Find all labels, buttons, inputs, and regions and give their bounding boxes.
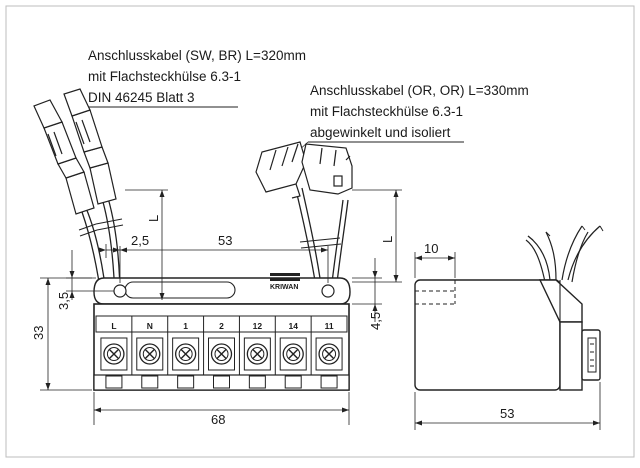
terminal-screw-cross xyxy=(108,349,119,359)
dim-total-width: 68 xyxy=(211,412,225,427)
terminal-screw-cross xyxy=(324,349,335,359)
terminal-base-teeth xyxy=(105,375,338,389)
side-terminal-block xyxy=(559,321,583,391)
terminal-screw-cross xyxy=(252,349,263,359)
dim-side-offset: 10 xyxy=(424,241,438,256)
dim-hole-offset: 3,5 xyxy=(56,292,71,310)
terminal-base-tooth xyxy=(177,375,195,389)
terminal-label: 1 xyxy=(183,321,188,331)
dim-lead-right: L xyxy=(380,236,395,243)
mounting-hole-right xyxy=(321,284,335,298)
dimension-arrows xyxy=(45,190,600,426)
callout-sw-br-line1: Anschlusskabel (SW, BR) L=320mm xyxy=(88,48,306,63)
side-angled-cap xyxy=(538,279,583,323)
brand-logo: KRIWAN xyxy=(270,273,300,291)
dim-side-depth: 53 xyxy=(500,406,514,421)
dim-body-height: 33 xyxy=(31,326,46,340)
mounting-hole-left xyxy=(113,284,127,298)
dimension-lines xyxy=(40,189,601,430)
terminal-screw-inner xyxy=(250,347,265,361)
terminal-screw-inner xyxy=(178,347,193,361)
callout-or-line3: abgewinkelt und isoliert xyxy=(310,125,451,140)
callout-or-line2: mit Flachsteckhülse 6.3-1 xyxy=(310,104,463,119)
angled-connector-right-1 xyxy=(255,141,307,199)
terminal-label: 14 xyxy=(288,321,298,331)
terminal-screw-cross xyxy=(288,349,299,359)
terminal-screw-inner xyxy=(214,347,229,361)
dim-pitch: 2,5 xyxy=(131,233,149,248)
terminal-label: 11 xyxy=(325,321,334,331)
terminal-label: 12 xyxy=(253,321,263,331)
terminal-screw-cross xyxy=(180,349,191,359)
terminal-label-strip xyxy=(95,315,348,333)
terminal-screw-cross xyxy=(144,349,155,359)
terminal-label: L xyxy=(111,321,116,331)
callout-or-line1: Anschlusskabel (OR, OR) L=330mm xyxy=(310,83,529,98)
flat-connector-left-1 xyxy=(33,99,95,215)
dim-hole-offset-right: 4,5 xyxy=(368,312,383,330)
brand-label: KRIWAN xyxy=(270,284,298,291)
terminal-base-tooth xyxy=(141,375,159,389)
terminal-screw-inner xyxy=(286,347,301,361)
terminal-screw-inner xyxy=(106,347,121,361)
terminal-screw-cross xyxy=(216,349,227,359)
angled-connector-right-2 xyxy=(301,143,353,195)
terminal-base-tooth xyxy=(248,375,266,389)
dim-hole-spacing: 53 xyxy=(218,233,232,248)
cable-marker-right xyxy=(299,237,342,249)
terminal-base-tooth xyxy=(213,375,230,389)
terminal-base-tooth xyxy=(284,375,302,389)
terminal-base-tooth xyxy=(320,375,338,389)
side-view xyxy=(414,225,604,391)
terminal-label: N xyxy=(147,321,153,331)
side-housing xyxy=(414,279,561,391)
callout-sw-br-line2: mit Flachsteckhülse 6.3-1 xyxy=(88,69,241,84)
cable-marker-left xyxy=(78,218,124,237)
terminal-label: 2 xyxy=(219,321,224,331)
terminal-screw-inner xyxy=(322,347,337,361)
dim-lead-left: L xyxy=(146,215,161,222)
terminal-screw-inner xyxy=(142,347,157,361)
flange-slot xyxy=(124,281,236,299)
flat-connector-left-2 xyxy=(63,88,117,205)
terminal-base-tooth xyxy=(105,375,123,389)
callout-sw-br-line3: DIN 46245 Blatt 3 xyxy=(88,90,195,105)
